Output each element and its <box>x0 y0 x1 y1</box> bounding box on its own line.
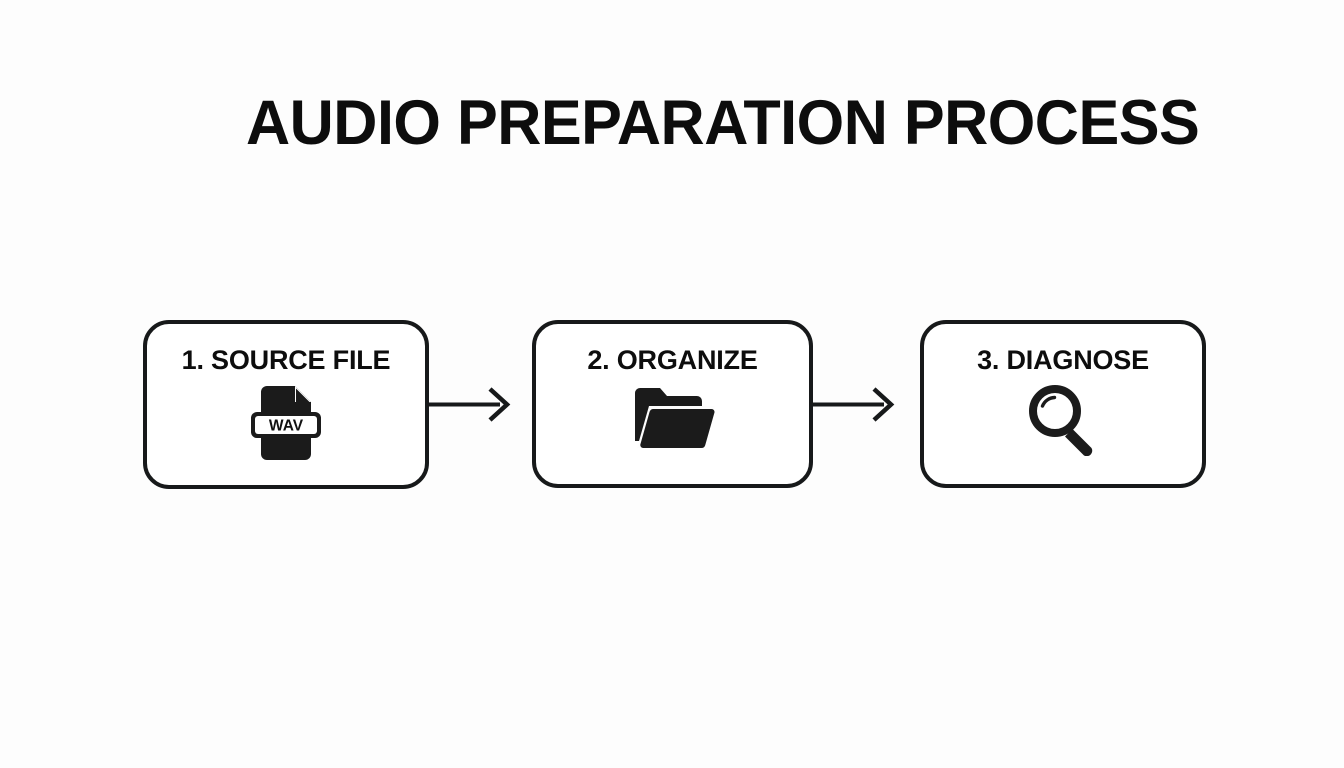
step-label-2: 2. ORGANIZE <box>587 345 758 375</box>
arrow-step2-to-step3 <box>812 384 904 431</box>
arrow-step1-to-step2 <box>428 384 520 431</box>
wav-icon-text: WAV <box>269 418 304 435</box>
page-title: AUDIO PREPARATION PROCESS <box>246 88 1200 158</box>
magnifier-icon <box>1028 384 1098 461</box>
step-label-1: 1. SOURCE FILE <box>181 345 391 375</box>
folder-open-icon <box>631 384 715 457</box>
step-box-organize[interactable]: 2. ORGANIZE <box>532 320 813 488</box>
step-label-3: 3. DIAGNOSE <box>977 345 1149 375</box>
step-box-source-file[interactable]: 1. SOURCE FILE WAV <box>143 320 429 489</box>
step-box-diagnose[interactable]: 3. DIAGNOSE <box>920 320 1206 488</box>
wav-file-icon: WAV <box>249 384 323 465</box>
